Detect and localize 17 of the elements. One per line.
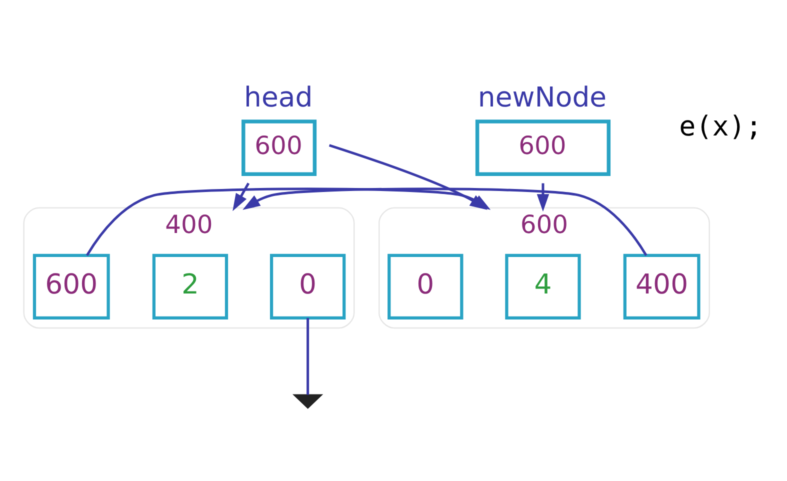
node-box: 400 [623, 253, 700, 319]
node-label: newNode [478, 81, 607, 114]
label: e(x); [679, 110, 762, 142]
node-box: 4 [505, 253, 581, 319]
arrow [536, 182, 550, 212]
arrow [232, 182, 250, 211]
node-box: 0 [270, 253, 346, 319]
node-box: 600 [242, 119, 317, 176]
arrow [86, 187, 491, 256]
node-box: 600 [32, 253, 110, 319]
node-box: 600 [475, 119, 611, 176]
arrow [242, 187, 648, 256]
node-label: head [244, 81, 313, 114]
node-box: 0 [388, 253, 464, 319]
node-box: 2 [152, 253, 228, 319]
connector [306, 318, 310, 394]
node-ground [292, 394, 324, 408]
